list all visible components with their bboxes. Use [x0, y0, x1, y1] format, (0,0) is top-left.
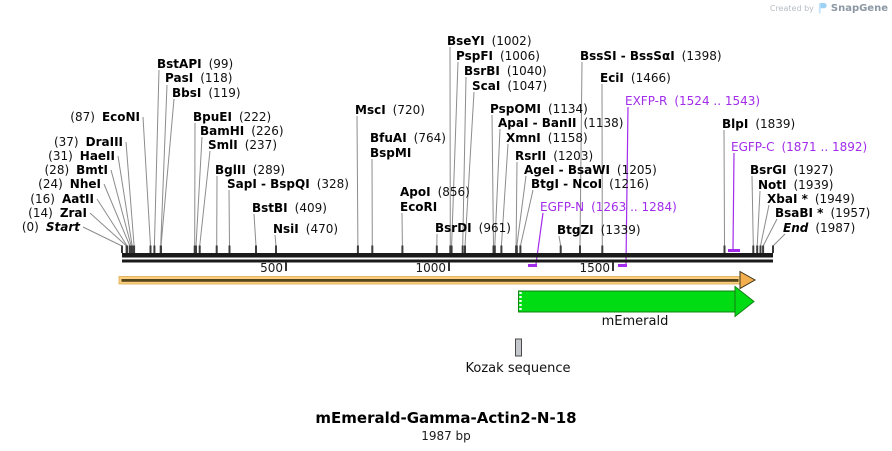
site-label-zrai: (14)ZraI [28, 206, 87, 220]
site-label-start: (0)Start [21, 220, 80, 234]
site-label-haeii: (31)HaeII [48, 149, 115, 163]
site-label-bstapi: BstAPI(99) [157, 57, 234, 71]
site-label-ecori: EcoRI [400, 200, 438, 214]
snapgene-logo-icon [818, 3, 827, 14]
site-label-noti: NotI(1939) [758, 178, 834, 192]
site-label-bsabi: BsaBI *(1957) [775, 206, 871, 220]
site-label-smli: SmlI(237) [208, 138, 278, 152]
site-label-econi: (87)EcoNI [70, 110, 140, 124]
site-label-bsssi: BssSI - BssSαI(1398) [580, 49, 722, 63]
primer-label-egfp-c: EGFP-C(1871 .. 1892) [731, 140, 868, 154]
watermark-created-by: Created by [769, 3, 814, 13]
site-label-bmti: (28)BmtI [44, 163, 109, 177]
site-label-xmni: XmnI(1158) [506, 131, 588, 145]
site-label-sapi-bspqi: SapI - BspQI(328) [227, 177, 349, 191]
primer-label-exfp-r: EXFP-R(1524 .. 1543) [625, 94, 761, 108]
site-label-pspomi: PspOMI(1134) [490, 102, 588, 116]
site-label-btgi-ncoi: BtgI - NcoI(1216) [531, 177, 650, 191]
site-label-bglii: BglII(289) [215, 163, 286, 177]
site-label-bbsi: BbsI(119) [172, 86, 241, 100]
plasmid-title: mEmerald-Gamma-Actin2-N-18 [315, 409, 577, 427]
site-label-pspfi: PspFI(1006) [456, 49, 540, 63]
site-label-draiii: (37)DraIII [53, 135, 123, 149]
site-ticks [121, 245, 774, 253]
primer-marks [528, 249, 740, 267]
site-label-btgzi: BtgZI(1339) [557, 223, 641, 237]
sequence-bar-top [122, 253, 773, 258]
site-label-bstbi: BstBI(409) [252, 201, 327, 215]
site-label-rsrii: RsrII(1203) [515, 149, 594, 163]
ruler-label-1000: 1000 [415, 261, 446, 275]
site-label-scai: ScaI(1047) [472, 79, 548, 93]
site-label-bspmi: BspMI [370, 146, 412, 160]
site-label-pasi: PasI(118) [165, 71, 233, 85]
site-label-aatii: (16)AatII [30, 192, 94, 206]
site-label-bsrbi: BsrBI(1040) [464, 64, 547, 78]
site-label-end: End(1987) [783, 221, 856, 235]
ruler-ticks [285, 262, 614, 271]
memerald-arrow [518, 285, 755, 318]
watermark-brand: SnapGene [830, 2, 888, 14]
primer-label-egfp-n: EGFP-N(1263 .. 1284) [540, 200, 677, 214]
memerald-feature-label: mEmerald [601, 314, 669, 329]
kozak-feature-label: Kozak sequence [465, 361, 571, 376]
site-label-bseyi: BseYI(1002) [447, 34, 532, 48]
site-label-blpi: BlpI(1839) [722, 117, 796, 131]
site-label-xbai: XbaI *(1949) [767, 192, 855, 206]
site-label-bsrdi: BsrDI(961) [435, 221, 511, 235]
site-label-bfuai: BfuAI(764) [370, 131, 446, 145]
ruler-label-500: 500 [260, 261, 283, 275]
site-label-ecii: EciI(1466) [600, 71, 671, 85]
site-label-bsrgi: BsrGI(1927) [750, 163, 834, 177]
plasmid-length: 1987 bp [421, 429, 471, 443]
watermark: Created by SnapGene [770, 2, 888, 14]
orf-arrow [118, 270, 757, 290]
site-label-nsii: NsiI(470) [273, 222, 339, 236]
ruler-label-1500: 1500 [579, 261, 610, 275]
site-label-agei-bsawi: AgeI - BsaWI(1205) [524, 163, 657, 177]
leader-lines [82, 46, 786, 247]
site-label-msci: MscI(720) [355, 103, 425, 117]
site-label-bamhi: BamHI(226) [200, 124, 284, 138]
kozak-marker [515, 338, 522, 357]
site-label-apoi: ApoI(856) [400, 185, 470, 199]
site-label-bpuei: BpuEI(222) [193, 110, 272, 124]
site-label-nhei: (24)NheI [38, 177, 101, 191]
sequence-bar-bottom [122, 259, 773, 263]
title-block: mEmerald-Gamma-Actin2-N-18 1987 bp [196, 409, 696, 443]
site-label-apai-banii: ApaI - BanII(1138) [498, 116, 624, 130]
